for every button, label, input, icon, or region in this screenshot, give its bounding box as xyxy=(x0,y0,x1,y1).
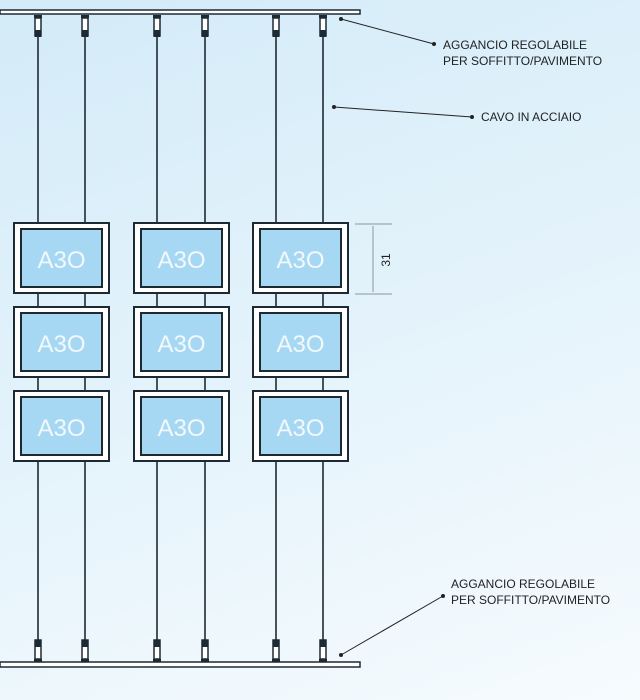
a3-display-frame: A3O xyxy=(13,306,110,378)
a3-display-frame: A3O xyxy=(252,390,349,462)
floor-rail xyxy=(0,661,361,668)
poster-panel xyxy=(259,228,342,288)
panel-size-label: A3O xyxy=(157,247,205,274)
ceiling-hook xyxy=(272,15,280,37)
poster-panel xyxy=(140,228,223,288)
a3-display-frame: A3O xyxy=(13,222,110,294)
a3-display-frame: A3O xyxy=(13,390,110,462)
poster-panel xyxy=(259,396,342,456)
top-hook-line1: AGGANCIO REGOLABILE xyxy=(443,38,587,52)
floor-hook xyxy=(153,639,161,662)
poster-panel xyxy=(20,312,103,372)
bottom-hook-line1: AGGANCIO REGOLABILE xyxy=(451,577,595,591)
a3-display-frame: A3O xyxy=(133,390,230,462)
panel-size-label: A3O xyxy=(276,415,324,442)
panel-size-label: A3O xyxy=(37,247,85,274)
panel-size-label: A3O xyxy=(276,331,324,358)
a3-display-frame: A3O xyxy=(133,222,230,294)
poster-panel xyxy=(140,312,223,372)
floor-hook xyxy=(81,639,89,662)
cable-label: CAVO IN ACCIAIO xyxy=(481,110,581,124)
poster-panel xyxy=(140,396,223,456)
panel-size-label: A3O xyxy=(157,331,205,358)
ceiling-hook xyxy=(34,15,42,37)
panel-size-label: A3O xyxy=(37,415,85,442)
ceiling-hook xyxy=(319,15,327,37)
floor-hook xyxy=(319,639,327,662)
ceiling-hook xyxy=(81,15,89,37)
dimension-marker xyxy=(355,223,392,295)
ceiling-hook xyxy=(153,15,161,37)
annotation-bottom-hook: AGGANCIO REGOLABILE PER SOFFITTO/PAVIMEN… xyxy=(339,577,610,657)
panel-size-label: A3O xyxy=(157,415,205,442)
a3-display-frame: A3O xyxy=(252,306,349,378)
top-hook-line2: PER SOFFITTO/PAVIMENTO xyxy=(443,54,602,68)
poster-panel xyxy=(20,396,103,456)
a3-display-frame: A3O xyxy=(133,306,230,378)
bottom-hook-line2: PER SOFFITTO/PAVIMENTO xyxy=(451,593,610,607)
floor-hook xyxy=(272,639,280,662)
annotation-top-hook: AGGANCIO REGOLABILE PER SOFFITTO/PAVIMEN… xyxy=(339,17,602,68)
a3-display-frame: A3O xyxy=(252,222,349,294)
poster-panel xyxy=(259,312,342,372)
panel-size-label: A3O xyxy=(37,331,85,358)
ceiling-hook xyxy=(201,15,209,37)
poster-panel xyxy=(20,228,103,288)
floor-hook xyxy=(34,639,42,662)
ceiling-rail xyxy=(0,9,361,15)
panel-size-label: A3O xyxy=(276,247,324,274)
annotation-cable: CAVO IN ACCIAIO xyxy=(332,105,581,124)
floor-hook xyxy=(201,639,209,662)
dimension-label: 31 xyxy=(379,253,393,267)
